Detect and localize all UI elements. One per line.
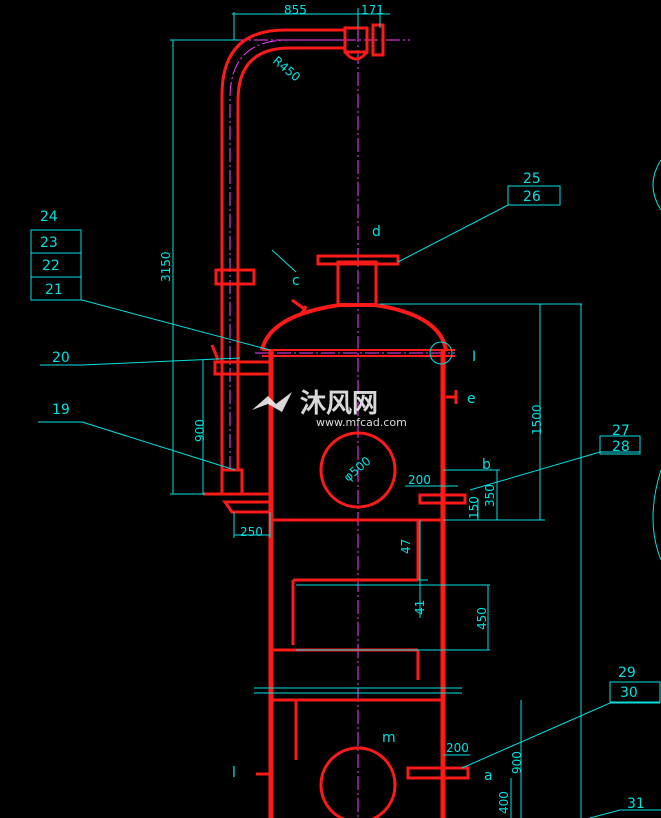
part-label-20: 20 [52, 350, 70, 366]
right-edge-arc-bottom [652, 469, 661, 561]
leader-R450 [271, 249, 297, 273]
dim-450: 450 [475, 607, 489, 630]
leader-31 [589, 809, 661, 818]
dim-200-bottom: 200 [446, 741, 469, 755]
leader-21 [40, 299, 271, 351]
watermark-logo: 沐风网 www.mfcad.com [252, 389, 407, 429]
manhole-m [319, 746, 397, 818]
dim-250: 250 [240, 525, 263, 539]
leader-29-30 [461, 702, 660, 769]
elbow-pipe-outer [220, 28, 345, 470]
part-label-26: 26 [523, 189, 541, 205]
part-label-29: 29 [618, 665, 636, 681]
manhole-500 [319, 431, 397, 509]
detail-I-circle [429, 341, 453, 365]
nozzle-letter-c: c [292, 273, 300, 289]
dim-900-right: 900 [510, 751, 524, 774]
nozzle-letter-e: e [467, 391, 476, 407]
watermark-text: 沐风网 [300, 389, 378, 419]
support-lug [203, 492, 272, 514]
dim-150: 150 [467, 496, 481, 519]
part-label-28: 28 [612, 439, 630, 455]
dim-1500: 1500 [530, 404, 544, 435]
nozzle-20-tip [210, 344, 220, 361]
dim-3150: 3150 [159, 251, 173, 282]
top-flange-bowl [343, 51, 369, 61]
part-label-27: 27 [612, 423, 630, 439]
leader-19 [38, 421, 236, 471]
part-label-30: 30 [620, 685, 638, 701]
nozzle-c-cap [291, 298, 307, 312]
nozzle-letter-d: d [372, 224, 381, 240]
nozzle-letter-a: a [484, 768, 493, 784]
part-label-23: 23 [40, 235, 58, 251]
top-flange-plate [371, 23, 385, 57]
dim-171: 171 [361, 3, 384, 17]
nozzle-letter-l: l [232, 765, 236, 781]
leader-20 [40, 357, 241, 366]
elbow-pipe-inner [236, 46, 345, 470]
dim-400: 400 [497, 791, 511, 814]
part-label-31: 31 [627, 796, 645, 812]
leader-25-26 [397, 204, 560, 263]
dim-R450: R450 [270, 54, 303, 85]
vessel-head [260, 303, 448, 351]
pipe-foot [220, 468, 244, 496]
dim-phi500: φ500 [341, 454, 374, 485]
dim-350: 350 [483, 484, 497, 507]
pipe-support-flange [214, 268, 256, 286]
label-box-21-23 [30, 229, 82, 301]
detail-letter-I: I [472, 349, 476, 365]
watermark-swoosh-icon [252, 392, 292, 412]
part-label-25: 25 [523, 171, 541, 187]
manhole-d-neck [336, 260, 378, 307]
dim-200-top: 200 [408, 473, 431, 487]
dim-900-left: 900 [193, 419, 207, 442]
dim-41: 41 [413, 600, 427, 615]
part-label-22: 22 [42, 258, 60, 274]
nozzle-letter-m: m [382, 730, 396, 746]
nozzle-27 [418, 493, 467, 505]
label-box-30 [609, 681, 661, 703]
label-box-28 [599, 435, 641, 455]
dim-47: 47 [399, 539, 413, 554]
part-label-24: 24 [40, 209, 58, 225]
elbow-centerline [229, 39, 345, 470]
nozzle-letter-b: b [482, 457, 491, 473]
nozzle-29 [406, 766, 470, 780]
nozzle-20 [213, 360, 272, 376]
top-flange [343, 26, 369, 54]
manhole-d-flange [316, 254, 400, 266]
part-label-19: 19 [52, 402, 70, 418]
part-label-21: 21 [45, 282, 63, 298]
right-edge-arc-top [652, 159, 661, 211]
dim-855: 855 [284, 3, 307, 17]
watermark-url: www.mfcad.com [316, 416, 407, 429]
